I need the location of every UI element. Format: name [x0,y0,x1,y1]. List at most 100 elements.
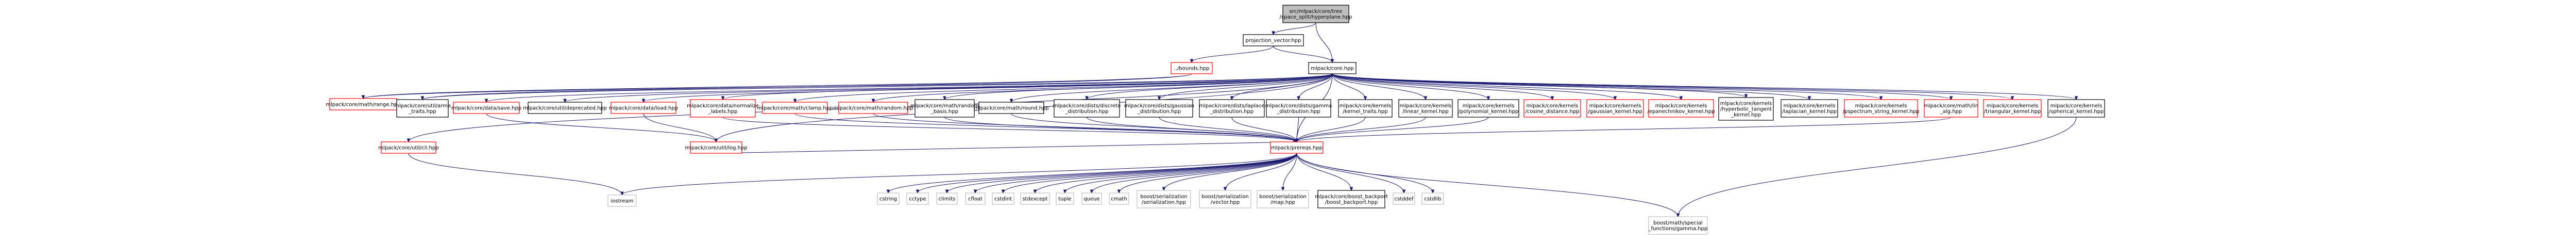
node-label: /linear_kernel.hpp [1402,109,1449,115]
node-label: stdexcept [1022,197,1047,202]
node-label: mlpack/core/data/load.hpp [609,106,678,111]
node-label: cfloat [968,197,982,202]
edge-prereqs-to-ser-map [1283,153,1297,190]
edge-core-to-gaussian-dist [1159,73,1333,100]
node-arma-traits[interactable]: mlpack/core/util/arma_traits.hpp [394,99,451,118]
node-root[interactable]: src/mlpack/core/tree/space_split/hyperpl… [1280,5,1352,23]
node-box [1109,192,1129,205]
node-box [1924,99,1978,118]
node-cosine-distance[interactable]: mlpack/core/kernels/cosine_distance.hpp [1523,99,1581,118]
node-lin-alg[interactable]: mlpack/core/math/lin_alg.hpp [1924,99,1978,118]
node-gaussian-kernel[interactable]: mlpack/core/kernels/gaussian_kernel.hpp [1586,99,1644,118]
node-cctype: cctype [906,192,929,205]
node-box [1421,192,1444,205]
node-pspectrum[interactable]: mlpack/core/kernels/pspectrum_string_ker… [1843,99,1920,118]
node-kernel-traits[interactable]: mlpack/core/kernels/kernel_traits.hpp [1338,99,1393,118]
node-laplacian-kernel[interactable]: mlpack/core/kernels/laplacian_kernel.hpp [1781,99,1838,118]
node-linear-kernel[interactable]: mlpack/core/kernels/linear_kernel.hpp [1398,99,1453,118]
node-bounds[interactable]: ../bounds.hpp [1171,62,1213,74]
node-round[interactable]: mlpack/core/math/round.hpp [974,102,1049,114]
node-label: mlpack/core/data/save.hpp [451,106,521,111]
node-cstddef: cstddef [1393,192,1415,205]
node-polynomial-kernel[interactable]: mlpack/core/kernels/polynomial_kernel.hp… [1458,99,1519,118]
node-prereqs[interactable]: mlpack/prereqs.hpp [1270,141,1324,154]
node-range[interactable]: mlpack/core/math/range.hpp [326,98,401,110]
node-label: _distribution.hpp [1276,109,1320,115]
edge-log-to-prereqs [716,142,1297,154]
node-label: /gaussian_kernel.hpp [1588,109,1642,115]
node-data-load[interactable]: mlpack/core/data/load.hpp [609,102,678,114]
node-label: cstddef [1395,197,1414,202]
node-normalize-labels[interactable]: mlpack/core/data/normalize_labels.hpp [687,99,759,118]
node-cstring: cstring [877,192,900,205]
node-gaussian-dist[interactable]: mlpack/core/dists/gaussian_distribution.… [1124,99,1194,118]
node-epanechnikov[interactable]: mlpack/core/kernels/epanechnikov_kernel.… [1648,99,1715,118]
node-triangular[interactable]: mlpack/core/kernels/triangular_kernel.hp… [1983,99,2042,118]
edge-core-to-triangular [1332,73,2012,100]
node-label: mlpack/core/math/round.hpp [974,106,1048,111]
node-label: mlpack/core/dists/gaussian [1124,103,1194,109]
node-label: mlpack/core/util/deprecated.hpp [523,106,607,111]
edge-core-to-discrete [1087,73,1333,100]
node-core[interactable]: mlpack/core.hpp [1308,62,1357,74]
node-box [1523,99,1581,118]
edge-core-to-arma-traits [422,73,1333,100]
node-label: _basis.hpp [930,109,958,115]
node-discrete[interactable]: mlpack/core/dists/discrete_distribution.… [1053,99,1121,118]
edge-random-to-prereqs [873,113,1297,142]
node-label: /laplacian_kernel.hpp [1782,109,1837,115]
node-gamma-fn: boost/math/special_functions/gamma.hpp [1648,216,1708,235]
node-random[interactable]: mlpack/core/math/random.hpp [833,102,913,114]
node-box [453,102,520,114]
node-box [396,99,449,118]
node-climits: climits [936,192,958,205]
edge-prereqs-to-cfloat [975,153,1297,193]
node-cstdlib: cstdlib [1421,192,1444,205]
edge-core-to-random-basis [945,73,1333,100]
node-label: mlpack/core/kernels [2050,103,2103,109]
edge-discrete-to-prereqs [1087,117,1297,142]
node-label: mlpack/core/kernels [1400,103,1452,109]
node-spherical[interactable]: mlpack/core/kernels/spherical_kernel.hpp [2047,99,2105,118]
node-queue: queue [1081,192,1102,205]
node-label: cstring [879,197,897,202]
node-laplace-dist[interactable]: mlpack/core/dists/laplace_distribution.h… [1199,99,1265,118]
node-label: /triangular_kernel.hpp [1984,109,2041,115]
edge-projvec-to-core [1273,45,1333,62]
node-box [1199,190,1251,208]
node-random-basis[interactable]: mlpack/core/math/random_basis.hpp [910,99,979,118]
node-hyperbolic[interactable]: mlpack/core/kernels/hyperbolic_tangent_k… [1718,97,1774,121]
node-cli[interactable]: mlpack/core/util/cli.hpp [378,141,439,154]
node-box [690,141,742,154]
node-box [1266,99,1331,118]
node-label: boost/serialization [1201,194,1249,200]
node-cfloat: cfloat [965,192,986,205]
edge-data-load-to-log [643,113,716,142]
node-label: /hyperbolic_tangent [1720,107,1772,112]
node-label: _kernel.hpp [1731,112,1761,118]
node-projvec[interactable]: projection_vector.hpp [1243,34,1304,46]
edge-core-to-kernel-traits [1332,73,1365,100]
node-box [877,192,900,205]
node-label: cmath [1111,197,1127,202]
edge-core-to-polynomial-kernel [1332,73,1488,100]
node-gamma-dist[interactable]: mlpack/core/dists/gamma_distribution.hpp [1265,99,1332,118]
node-label: mlpack/prereqs.hpp [1271,146,1323,151]
node-label: mlpack/core/boost_backport [1315,194,1388,200]
node-label: mlpack/core/util/cli.hpp [378,146,438,151]
node-label: mlpack/core/dists/gamma [1265,103,1332,109]
node-label: /map.hpp [1270,200,1295,205]
node-box [528,102,602,114]
node-layer: src/mlpack/core/tree/space_split/hyperpl… [326,5,2105,235]
node-ser-vector: boost/serialization/vector.hpp [1199,190,1251,208]
node-clamp[interactable]: mlpack/core/math/clamp.hpp [757,102,833,114]
node-box [611,102,676,114]
node-boost-backport[interactable]: mlpack/core/boost_backport/boost_backpor… [1315,190,1388,208]
edge-core-to-normalize-labels [723,73,1333,100]
node-label: _traits.hpp [408,109,436,115]
node-deprecated[interactable]: mlpack/core/util/deprecated.hpp [523,102,607,114]
node-label: mlpack/core/kernels [1784,103,1836,109]
node-data-save[interactable]: mlpack/core/data/save.hpp [451,102,521,114]
node-log[interactable]: mlpack/core/util/log.hpp [685,141,748,154]
node-label: mlpack/core/kernels [1720,101,1772,107]
